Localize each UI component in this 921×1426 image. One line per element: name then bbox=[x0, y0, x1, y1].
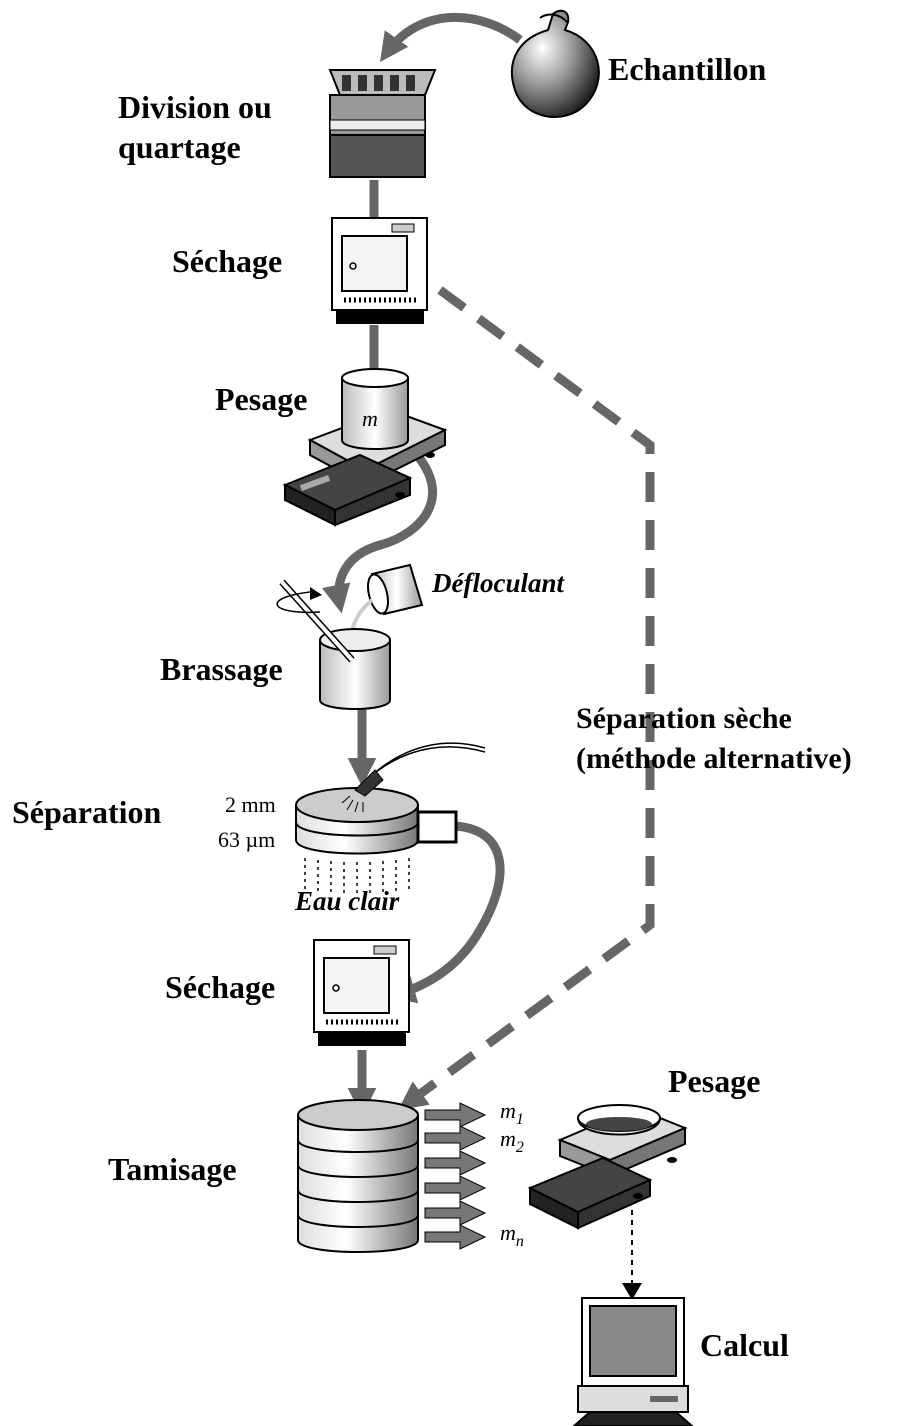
beaker-icon bbox=[341, 368, 409, 450]
dashed-alternative-path bbox=[398, 286, 655, 1111]
flow-arrows bbox=[321, 13, 642, 1300]
labels: Echantillon Division ou quartage Séchage… bbox=[12, 51, 852, 1363]
wet-sieve-icon bbox=[295, 742, 486, 894]
arrow-sieve-to-oven2 bbox=[386, 821, 505, 1004]
label-mn: mn bbox=[500, 1220, 524, 1250]
label-sechage-1: Séchage bbox=[172, 243, 282, 279]
sieve-stack-icon bbox=[297, 1099, 419, 1253]
computer-icon bbox=[572, 1297, 694, 1426]
label-separation: Séparation bbox=[12, 794, 162, 830]
label-pesage-1: Pesage bbox=[215, 381, 307, 417]
label-calcul: Calcul bbox=[700, 1327, 789, 1363]
riffle-divider-icon bbox=[328, 69, 437, 178]
label-m1: m1 bbox=[500, 1098, 524, 1128]
arrow-sample-to-divider bbox=[380, 13, 523, 63]
label-alt-line1: Séparation sèche bbox=[576, 702, 792, 735]
label-sieve-2mm: 2 mm bbox=[225, 792, 276, 817]
label-pesage-2: Pesage bbox=[668, 1063, 760, 1099]
balance-icon-1 bbox=[282, 408, 448, 527]
balance-icon-2 bbox=[527, 1104, 688, 1230]
label-mass-m: m bbox=[362, 406, 378, 431]
label-echantillon: Echantillon bbox=[608, 51, 766, 87]
label-eau-clair: Eau clair bbox=[294, 886, 400, 916]
arrow-head-computer bbox=[622, 1283, 642, 1300]
label-sechage-2: Séchage bbox=[165, 969, 275, 1005]
label-sieve-63um: 63 µm bbox=[218, 827, 275, 852]
oven-icon-1 bbox=[331, 217, 428, 324]
label-brassage: Brassage bbox=[160, 651, 283, 687]
mixing-beaker-icon bbox=[276, 579, 391, 710]
label-alt-line2: (méthode alternative) bbox=[576, 742, 852, 775]
deflocculant-cup-icon bbox=[349, 563, 424, 641]
arrow-scale-to-brassage bbox=[321, 426, 438, 614]
label-division-line1: Division ou bbox=[118, 89, 272, 125]
oven-icon-2 bbox=[313, 939, 410, 1046]
label-defloculant: Défloculant bbox=[431, 568, 565, 598]
label-m2: m2 bbox=[500, 1126, 524, 1156]
fraction-arrows bbox=[424, 1102, 487, 1250]
label-division-line2: quartage bbox=[118, 129, 241, 165]
sample-bag-icon bbox=[510, 9, 600, 118]
label-tamisage: Tamisage bbox=[108, 1151, 237, 1187]
